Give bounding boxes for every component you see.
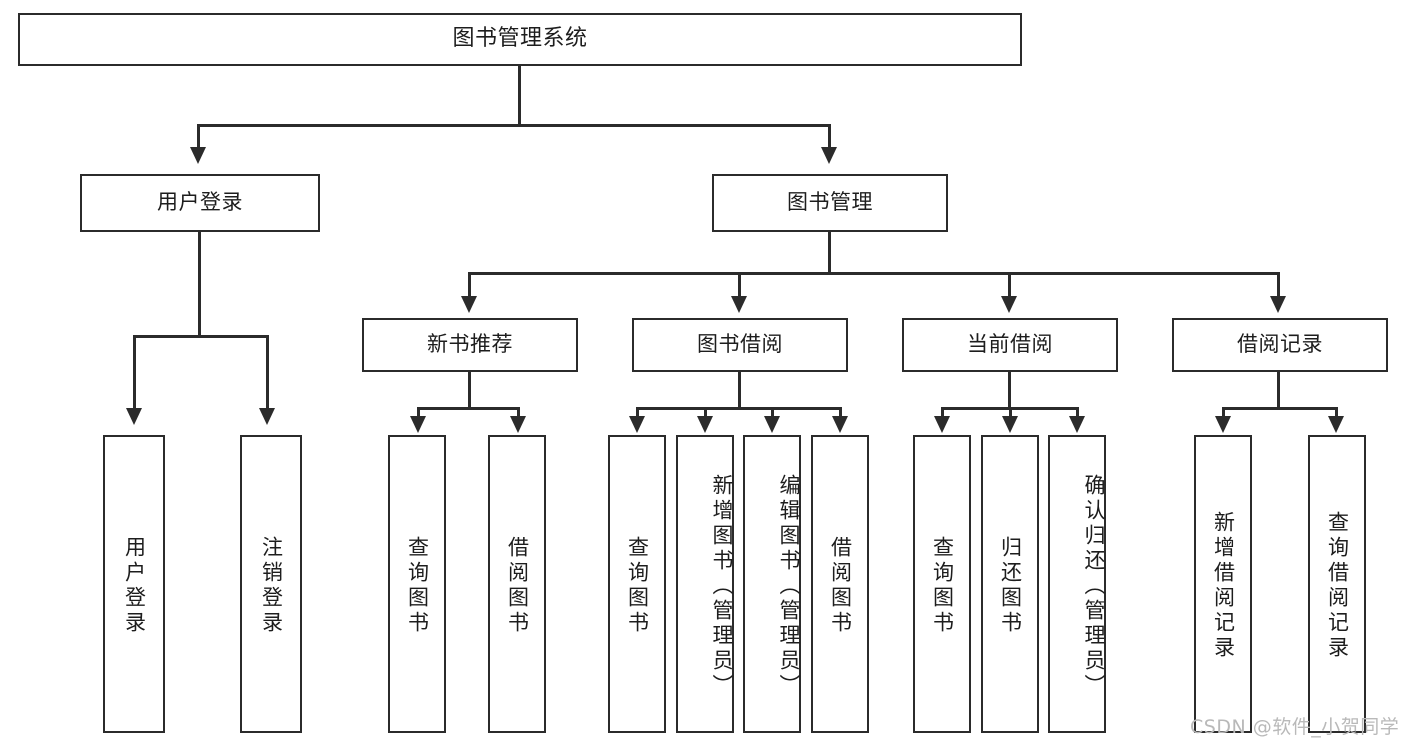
node-book-management[interactable]: 图书管理 (712, 174, 948, 232)
node-borrow-record-label: 借阅记录 (1237, 332, 1323, 357)
leaf-query-book-3-label: 查询图书 (930, 536, 955, 636)
edge-user-login-to-leaf-1 (133, 335, 136, 410)
node-user-login[interactable]: 用户登录 (80, 174, 320, 232)
arrow-root-to-book-management (821, 147, 837, 164)
edge-nbr-to-leaf-2 (517, 407, 520, 419)
leaf-logout-label: 注销登录 (259, 536, 284, 636)
arrow-bb-to-leaf-4 (832, 416, 848, 433)
edge-root-to-user-login (197, 124, 200, 150)
edge-root-splitter (197, 124, 831, 127)
leaf-borrow-book-1-label: 借阅图书 (505, 536, 530, 636)
edge-bm-to-current-borrow (1008, 272, 1011, 298)
edge-br-to-leaf-2 (1335, 407, 1338, 419)
leaf-return-book-label: 归还图书 (998, 536, 1023, 636)
leaf-add-book[interactable]: 新增图书（管理员） (676, 435, 734, 733)
arrow-user-login-to-leaf-2 (259, 408, 275, 425)
edge-nbr-splitter (417, 407, 520, 410)
leaf-add-record-label: 新增借阅记录 (1211, 511, 1236, 661)
edge-cb-to-leaf-3 (1076, 407, 1079, 419)
edge-user-login-splitter (133, 335, 269, 338)
leaf-edit-book[interactable]: 编辑图书（管理员） (743, 435, 801, 733)
edge-cb-stem (1008, 372, 1011, 407)
node-book-borrow-label: 图书借阅 (697, 332, 783, 357)
leaf-edit-book-label: 编辑图书（管理员） (777, 473, 801, 699)
node-new-book-recommend[interactable]: 新书推荐 (362, 318, 578, 372)
edge-bm-to-book-borrow (738, 272, 741, 298)
edge-nbr-to-leaf-1 (417, 407, 420, 419)
arrow-bm-to-book-borrow (731, 296, 747, 313)
arrow-br-to-leaf-2 (1328, 416, 1344, 433)
edge-br-splitter (1222, 407, 1338, 410)
node-current-borrow-label: 当前借阅 (967, 332, 1053, 357)
edge-bb-to-leaf-3 (771, 407, 774, 419)
edge-bm-to-new-book-recommend (468, 272, 471, 298)
arrow-nbr-to-leaf-1 (410, 416, 426, 433)
edge-cb-to-leaf-2 (1009, 407, 1012, 419)
arrow-cb-to-leaf-3 (1069, 416, 1085, 433)
leaf-borrow-book-2[interactable]: 借阅图书 (811, 435, 869, 733)
node-user-login-label: 用户登录 (157, 190, 243, 215)
arrow-bm-to-borrow-record (1270, 296, 1286, 313)
leaf-borrow-book-1[interactable]: 借阅图书 (488, 435, 546, 733)
edge-bm-to-borrow-record (1277, 272, 1280, 298)
edge-book-management-splitter (468, 272, 1280, 275)
leaf-add-book-label: 新增图书（管理员） (710, 473, 734, 699)
arrow-cb-to-leaf-1 (934, 416, 950, 433)
leaf-query-book-2-label: 查询图书 (625, 536, 650, 636)
node-book-management-label: 图书管理 (787, 190, 873, 215)
edge-root-to-book-management (828, 124, 831, 150)
leaf-user-login[interactable]: 用户登录 (103, 435, 165, 733)
edge-br-stem (1277, 372, 1280, 407)
arrow-root-to-user-login (190, 147, 206, 164)
arrow-bm-to-current-borrow (1001, 296, 1017, 313)
edge-bb-to-leaf-4 (839, 407, 842, 419)
leaf-query-record[interactable]: 查询借阅记录 (1308, 435, 1366, 733)
leaf-logout[interactable]: 注销登录 (240, 435, 302, 733)
edge-book-management-stem (828, 232, 831, 272)
edge-br-to-leaf-1 (1222, 407, 1225, 419)
leaf-user-login-label: 用户登录 (122, 536, 147, 636)
edge-bb-stem (738, 372, 741, 407)
arrow-bb-to-leaf-1 (629, 416, 645, 433)
node-borrow-record[interactable]: 借阅记录 (1172, 318, 1388, 372)
leaf-query-book-1-label: 查询图书 (405, 536, 430, 636)
watermark: CSDN @软件_小贺同学 (1190, 716, 1400, 738)
edge-bb-to-leaf-2 (704, 407, 707, 419)
node-current-borrow[interactable]: 当前借阅 (902, 318, 1118, 372)
leaf-confirm-return-label: 确认归还（管理员） (1082, 473, 1106, 699)
edge-user-login-stem (198, 232, 201, 335)
node-new-book-recommend-label: 新书推荐 (427, 332, 513, 357)
leaf-add-record[interactable]: 新增借阅记录 (1194, 435, 1252, 733)
arrow-cb-to-leaf-2 (1002, 416, 1018, 433)
edge-cb-to-leaf-1 (941, 407, 944, 419)
arrow-user-login-to-leaf-1 (126, 408, 142, 425)
edge-nbr-stem (468, 372, 471, 407)
node-root-label: 图书管理系统 (452, 26, 588, 52)
edge-root-stem (518, 66, 521, 124)
node-book-borrow[interactable]: 图书借阅 (632, 318, 848, 372)
edge-user-login-to-leaf-2 (266, 335, 269, 410)
leaf-borrow-book-2-label: 借阅图书 (828, 536, 853, 636)
arrow-bb-to-leaf-2 (697, 416, 713, 433)
leaf-query-book-1[interactable]: 查询图书 (388, 435, 446, 733)
leaf-return-book[interactable]: 归还图书 (981, 435, 1039, 733)
leaf-query-book-3[interactable]: 查询图书 (913, 435, 971, 733)
leaf-confirm-return[interactable]: 确认归还（管理员） (1048, 435, 1106, 733)
arrow-nbr-to-leaf-2 (510, 416, 526, 433)
node-root[interactable]: 图书管理系统 (18, 13, 1022, 66)
edge-bb-to-leaf-1 (636, 407, 639, 419)
leaf-query-book-2[interactable]: 查询图书 (608, 435, 666, 733)
arrow-bb-to-leaf-3 (764, 416, 780, 433)
leaf-query-record-label: 查询借阅记录 (1325, 511, 1350, 661)
edge-bb-splitter (636, 407, 842, 410)
arrow-br-to-leaf-1 (1215, 416, 1231, 433)
arrow-bm-to-new-book-recommend (461, 296, 477, 313)
